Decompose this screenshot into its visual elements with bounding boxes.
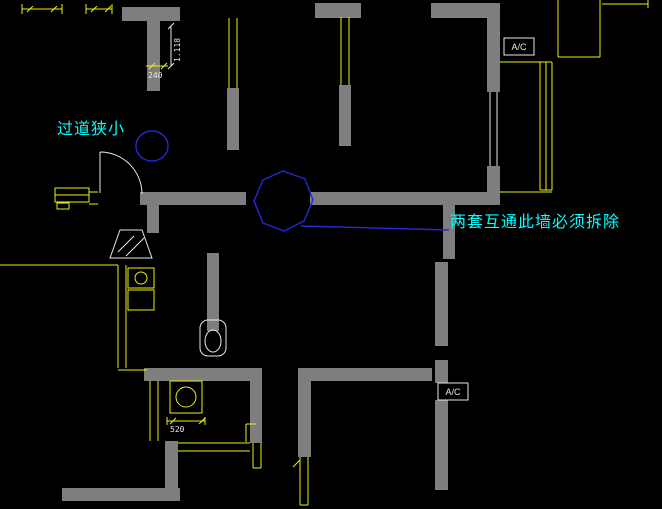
wall-segment (207, 253, 219, 331)
ac-box-outline (437, 382, 469, 401)
sink-symbol (134, 271, 148, 285)
wall-segment (487, 18, 500, 92)
ac-unit-top: A/C (503, 37, 535, 56)
revision-circle-corridor[interactable] (135, 130, 169, 162)
wall-segment (147, 21, 160, 91)
wall-segment (144, 368, 262, 381)
wall-segment (431, 3, 500, 18)
toilet-symbol (199, 319, 227, 357)
wall-segment (435, 262, 448, 346)
wall-segment (311, 368, 432, 381)
wall-segment (339, 85, 351, 146)
counter-symbol (127, 289, 155, 311)
dimension-ticks (85, 4, 113, 14)
wall-segment (435, 360, 448, 383)
counter-symbol (127, 267, 155, 289)
ac-label: A/C (511, 42, 527, 52)
washer-symbol (169, 380, 203, 414)
wall-face-lines (340, 17, 350, 85)
revision-markup[interactable] (135, 130, 450, 232)
window-symbol (539, 61, 553, 191)
washer-drum-symbol (175, 386, 197, 408)
walls (62, 3, 500, 501)
sill-symbol (56, 202, 70, 210)
kitchen-wall-lines (0, 264, 147, 371)
ac-box-outline (503, 37, 535, 56)
wall-segment (165, 441, 178, 490)
wall-face-lines (178, 442, 262, 469)
dimension-text-240: 240 (148, 71, 163, 80)
wall-segment (487, 166, 500, 194)
wall-segment (250, 381, 262, 443)
range-hood-symbol (109, 229, 153, 259)
wall-face-lines (292, 457, 309, 506)
wall-segment (227, 88, 239, 150)
wall-segment-to-demolish (310, 192, 500, 205)
ac-label: A/C (445, 387, 461, 397)
wall-face-lines (89, 191, 98, 205)
wall-segment (147, 205, 159, 233)
dimension-text-520: 520 (170, 425, 185, 434)
wall-face-lines (245, 423, 256, 442)
wall-segment (443, 205, 455, 259)
wall-segment (62, 488, 180, 501)
dimension-text-height: 1.118 (173, 38, 182, 62)
corridor-annotation[interactable]: 过道狭小 (57, 120, 125, 138)
fixture-lines (99, 22, 498, 357)
wall-segment (140, 192, 246, 205)
wall-face-lines (489, 92, 498, 166)
wall-face-lines (228, 18, 238, 88)
entry-door-swing (99, 151, 143, 195)
leader-line (300, 225, 450, 231)
dimension-ticks (166, 417, 206, 425)
revision-cloud-wall[interactable] (253, 170, 314, 232)
balcony-lines (557, 0, 649, 58)
wall-segment (298, 368, 311, 457)
toilet-bowl-symbol (204, 329, 222, 353)
wall-face-lines (149, 381, 159, 441)
wall-outline-lines (0, 0, 649, 506)
wall-face-lines (500, 61, 552, 193)
wall-segment (315, 3, 361, 18)
wall-segment (435, 400, 448, 490)
dimension-ticks (21, 4, 63, 14)
dimension-line-vertical (167, 22, 175, 70)
dimension-ticks (146, 62, 168, 70)
wall-segment (122, 7, 180, 21)
demolish-annotation[interactable]: 两套互通此墙必须拆除 (450, 213, 620, 231)
ac-unit-bottom: A/C (437, 382, 469, 401)
